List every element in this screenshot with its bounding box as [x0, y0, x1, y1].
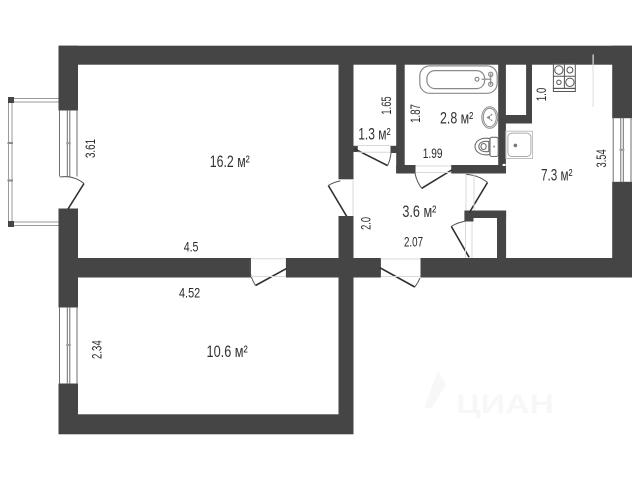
svg-text:ЦИАН: ЦИАН	[456, 389, 554, 419]
svg-text:2.0: 2.0	[358, 217, 373, 230]
svg-text:4.5: 4.5	[184, 240, 199, 255]
svg-text:4.52: 4.52	[179, 286, 200, 301]
svg-text:2.8 м²: 2.8 м²	[440, 108, 474, 127]
svg-text:2.34: 2.34	[90, 340, 105, 359]
svg-text:2.07: 2.07	[404, 234, 423, 249]
svg-text:3.54: 3.54	[594, 149, 609, 168]
svg-text:1.3 м²: 1.3 м²	[358, 125, 391, 144]
svg-text:7.3 м²: 7.3 м²	[541, 166, 573, 185]
svg-text:1.99: 1.99	[423, 146, 443, 161]
svg-text:10.6 м²: 10.6 м²	[207, 342, 249, 361]
svg-text:1.0: 1.0	[534, 88, 549, 102]
svg-text:3.6 м²: 3.6 м²	[402, 202, 436, 221]
svg-text:3.61: 3.61	[83, 139, 98, 158]
svg-text:1.87: 1.87	[408, 104, 423, 123]
svg-text:16.2 м²: 16.2 м²	[210, 152, 250, 171]
svg-text:1.65: 1.65	[379, 96, 394, 114]
